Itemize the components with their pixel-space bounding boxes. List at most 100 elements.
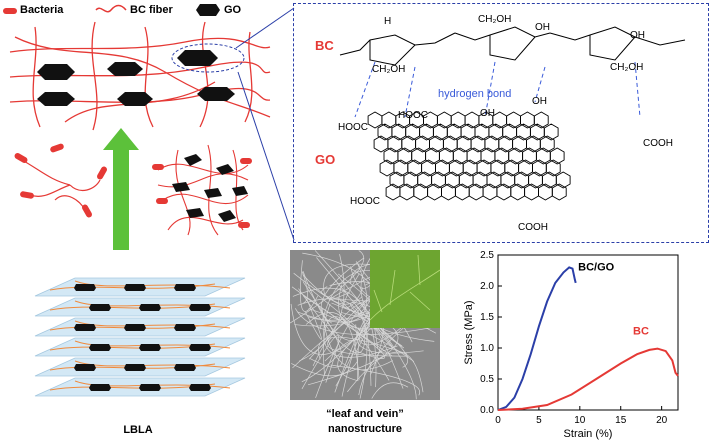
go-hexagon	[389, 171, 405, 189]
sem-fiber	[294, 308, 434, 335]
sem-fiber	[308, 308, 415, 362]
go-hexagon	[411, 147, 427, 165]
go-hexagon	[535, 147, 551, 165]
go-hexagon	[391, 123, 407, 141]
go-hexagon	[516, 123, 531, 141]
series-line-bc	[497, 347, 679, 411]
y-tick-label: 0.0	[480, 405, 494, 416]
sem-fiber	[321, 309, 394, 371]
go-hexagon	[482, 183, 498, 201]
go-hexagon	[533, 111, 549, 129]
go-hexagon	[496, 183, 512, 201]
group-label: HOOC	[398, 110, 428, 121]
sem-fiber	[371, 382, 409, 399]
go-hexagon	[438, 147, 454, 165]
go-hexagon	[524, 183, 539, 201]
bc-label: BC	[315, 38, 334, 53]
go-hexagon	[494, 147, 510, 165]
lbla-go-sheet	[174, 364, 196, 371]
go-label: GO	[315, 152, 336, 167]
y-tick-label: 2.0	[480, 281, 494, 292]
go-hexagon	[528, 171, 543, 189]
go-hexagon	[486, 171, 502, 189]
sem-fiber	[305, 312, 360, 380]
go-hexagon	[543, 123, 559, 141]
go-hexagon	[468, 183, 484, 201]
go-hexagon	[425, 147, 440, 165]
go-hexagon	[520, 111, 535, 129]
nanostructure-caption-1: “leaf and vein”	[326, 408, 404, 420]
go-hexagon	[379, 159, 395, 177]
go-hexagon	[419, 123, 434, 141]
go-hexagon	[413, 183, 429, 201]
go-hexagon	[532, 159, 547, 177]
go-hexagon	[472, 171, 488, 189]
go-hexagon	[488, 123, 504, 141]
go-hexagon	[464, 111, 480, 129]
go-hexagon	[383, 147, 399, 165]
lbla-go-sheet	[124, 284, 146, 291]
go-hexagon	[518, 159, 533, 177]
zoom-connector	[235, 7, 295, 241]
go-hexagon	[415, 135, 430, 153]
x-tick-label: 15	[615, 415, 627, 426]
go-hexagon	[460, 123, 476, 141]
y-axis-label: Stress (MPa)	[463, 300, 475, 364]
lbla-layers	[34, 277, 246, 397]
group-label: COOH	[518, 222, 548, 233]
sem-fiber	[357, 323, 404, 389]
go-hexagon	[470, 135, 486, 153]
x-tick-label: 5	[536, 415, 542, 426]
sem-fiber	[337, 320, 379, 382]
go-hexagon	[432, 123, 448, 141]
go-hexagon	[427, 183, 442, 201]
legend-go-label: GO	[224, 4, 242, 16]
go-hexagon	[421, 159, 436, 177]
go-hexagon	[538, 183, 553, 201]
go-hexagon	[545, 159, 561, 177]
lbla-go-sheet	[139, 304, 161, 311]
go-hexagon	[403, 171, 419, 189]
sem-fiber	[301, 271, 308, 304]
sem-fiber	[300, 260, 319, 312]
group-label: CH₂OH	[478, 14, 512, 25]
lbla-go-sheet	[189, 344, 211, 351]
group-label: HOOC	[338, 122, 368, 133]
go-hexagon	[417, 171, 433, 189]
go-hexagon	[549, 147, 565, 165]
lbla-go-sheet	[139, 344, 161, 351]
go-hexagon	[529, 123, 545, 141]
bc-go-network	[9, 21, 271, 131]
sem-fiber	[289, 250, 364, 324]
sem-fiber	[327, 337, 409, 357]
sem-fiber	[301, 335, 340, 390]
x-tick-label: 10	[574, 415, 586, 426]
lbla-go-sheet	[89, 344, 111, 351]
group-label: HOOC	[350, 196, 380, 207]
go-hexagon	[474, 123, 490, 141]
sem-fiber	[304, 299, 322, 340]
group-label: OH	[532, 96, 547, 107]
sem-fiber	[292, 311, 371, 369]
go-hexagon	[498, 135, 514, 153]
go-hexagon	[450, 111, 466, 129]
free-bacteria	[14, 143, 107, 218]
go-hexagon	[514, 171, 530, 189]
go-hexagon	[551, 183, 567, 201]
y-tick-label: 2.5	[480, 250, 494, 261]
go-hexagon	[508, 147, 524, 165]
go-hexagon	[526, 135, 541, 153]
legend-go-swatch	[196, 4, 220, 16]
go-hexagon	[373, 135, 389, 153]
go-hexagon	[377, 123, 393, 141]
lbla-go-sheet	[174, 284, 196, 291]
go-lattice	[367, 111, 571, 201]
sem-micrograph	[289, 250, 441, 400]
sem-fiber	[314, 250, 417, 400]
legend-bacteria-swatch	[3, 8, 17, 14]
go-hexagon	[429, 135, 444, 153]
lbla-go-sheet	[139, 384, 161, 391]
go-hexagon	[387, 135, 403, 153]
go-hexagon	[456, 135, 472, 153]
series-label: BC/GO	[578, 262, 615, 274]
